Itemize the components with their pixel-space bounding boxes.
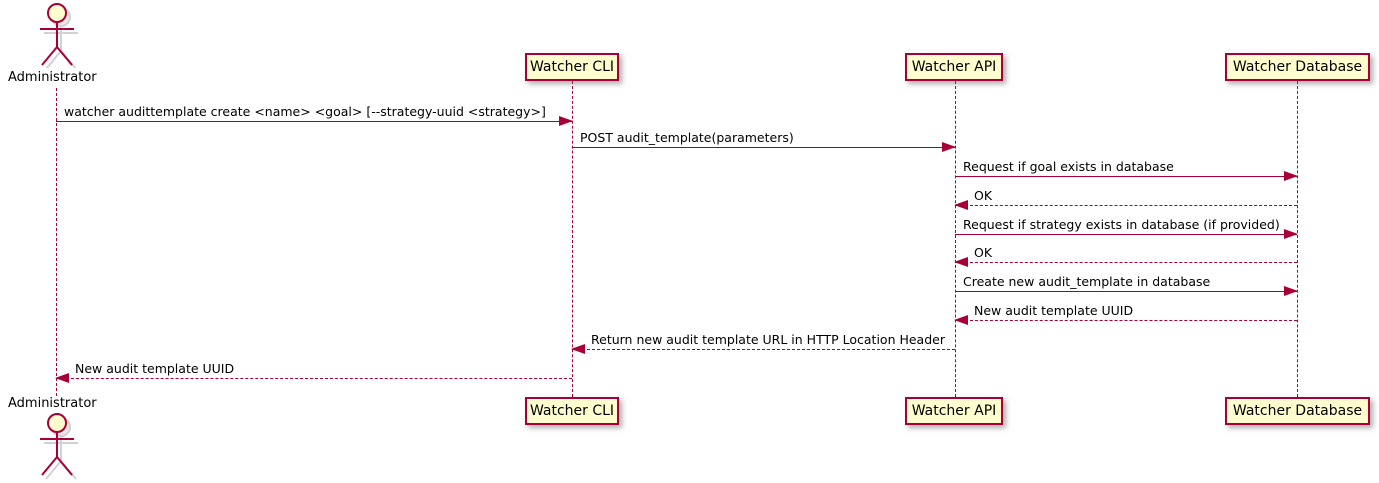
message-arrow bbox=[954, 315, 1297, 325]
participant-watcher-api-top: Watcher API bbox=[905, 53, 1003, 81]
arrowhead-right-icon bbox=[1284, 171, 1298, 181]
administrator-label-bottom: Administrator bbox=[8, 396, 97, 411]
message-arrow bbox=[955, 229, 1298, 239]
message-new-uuid-admin: New audit template UUID bbox=[55, 361, 572, 383]
participant-watcher-cli-bottom: Watcher CLI bbox=[525, 397, 619, 425]
arrowhead-left-icon bbox=[954, 315, 968, 325]
message-create-audit-template: Create new audit_template in database bbox=[955, 274, 1298, 296]
message-ok-goal: OK bbox=[954, 188, 1297, 210]
message-post-audit-template: POST audit_template(parameters) bbox=[572, 130, 956, 152]
arrowhead-left-icon bbox=[954, 257, 968, 267]
administrator-actor-icon bbox=[40, 3, 78, 68]
arrowhead-right-icon bbox=[1284, 286, 1298, 296]
message-new-uuid-db: New audit template UUID bbox=[954, 303, 1297, 325]
message-label: OK bbox=[974, 245, 993, 260]
administrator-actor-icon bbox=[40, 413, 78, 480]
message-label: Request if strategy exists in database (… bbox=[963, 217, 1280, 232]
participant-watcher-cli-top: Watcher CLI bbox=[525, 53, 619, 81]
participant-watcher-database-top: Watcher Database bbox=[1225, 53, 1370, 81]
lifeline-watcher-cli bbox=[572, 81, 573, 397]
message-arrow bbox=[955, 171, 1298, 181]
message-arrow bbox=[954, 257, 1297, 267]
message-arrow bbox=[56, 116, 573, 126]
message-request-strategy-exists: Request if strategy exists in database (… bbox=[955, 217, 1298, 239]
message-label: POST audit_template(parameters) bbox=[580, 130, 794, 145]
message-arrow bbox=[954, 200, 1297, 210]
message-return-url: Return new audit template URL in HTTP Lo… bbox=[571, 332, 955, 354]
message-label: OK bbox=[974, 188, 993, 203]
message-label: watcher audittemplate create <name> <goa… bbox=[64, 104, 546, 119]
arrowhead-right-icon bbox=[942, 142, 956, 152]
arrowhead-left-icon bbox=[571, 344, 585, 354]
lifeline-watcher-api bbox=[955, 81, 956, 397]
message-arrow bbox=[955, 286, 1298, 296]
lifeline-watcher-database bbox=[1297, 81, 1298, 397]
arrowhead-left-icon bbox=[954, 200, 968, 210]
lifeline-administrator bbox=[56, 88, 57, 396]
message-ok-strategy: OK bbox=[954, 245, 1297, 267]
message-arrow bbox=[571, 344, 955, 354]
arrowhead-left-icon bbox=[55, 373, 69, 383]
message-label: Create new audit_template in database bbox=[963, 274, 1211, 289]
message-arrow bbox=[55, 373, 572, 383]
message-label: Request if goal exists in database bbox=[963, 159, 1174, 174]
message-label: Return new audit template URL in HTTP Lo… bbox=[591, 332, 945, 347]
message-label: New audit template UUID bbox=[75, 361, 235, 376]
message-label: New audit template UUID bbox=[974, 303, 1134, 318]
message-request-goal-exists: Request if goal exists in database bbox=[955, 159, 1298, 181]
arrowhead-right-icon bbox=[1284, 229, 1298, 239]
participant-watcher-database-bottom: Watcher Database bbox=[1225, 397, 1370, 425]
message-arrow bbox=[572, 142, 956, 152]
administrator-label-top: Administrator bbox=[8, 70, 97, 85]
participant-watcher-api-bottom: Watcher API bbox=[905, 397, 1003, 425]
arrowhead-right-icon bbox=[559, 116, 573, 126]
message-cli-create: watcher audittemplate create <name> <goa… bbox=[56, 104, 573, 126]
